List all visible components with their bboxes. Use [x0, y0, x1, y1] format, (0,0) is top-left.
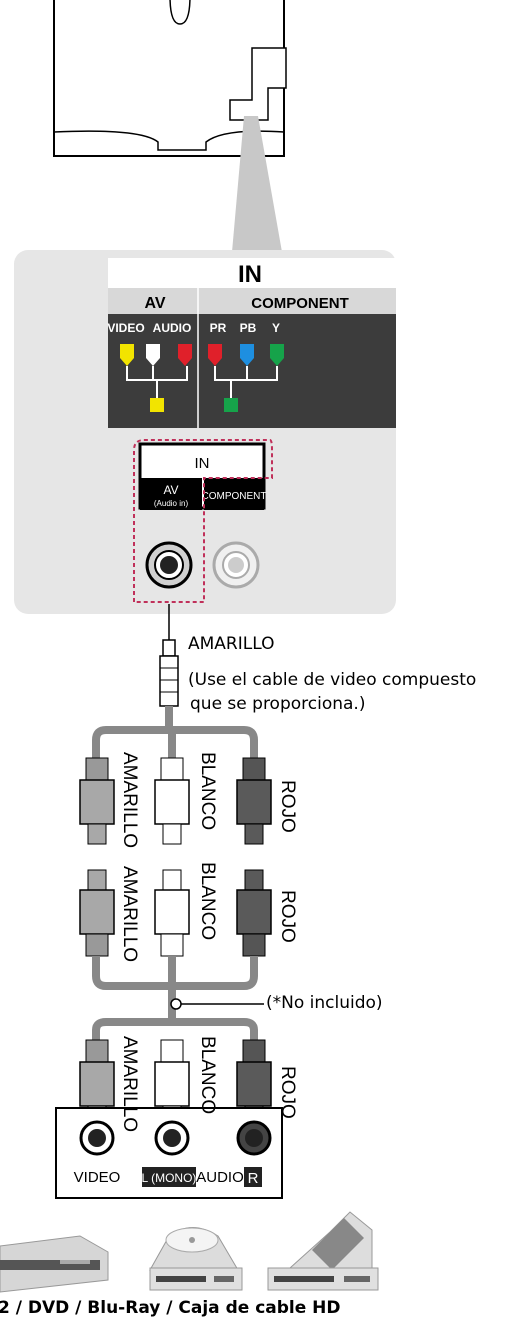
- rca-plug-white-upper: [154, 757, 190, 845]
- audio-left-plug-icon: [146, 344, 160, 366]
- amarillo-top-label: AMARILLO: [188, 634, 275, 654]
- y-plug-icon: [270, 344, 284, 366]
- cable-note-line1: (Use el cable de video compuesto: [188, 670, 477, 690]
- port-audio-in-label: (Audio in): [154, 499, 189, 508]
- in-header: IN: [238, 261, 262, 288]
- device-video-label: VIDEO: [74, 1169, 121, 1186]
- device-rear-panel: VIDEO L (MONO) AUDIO R: [55, 1107, 283, 1199]
- y-label: Y: [272, 321, 280, 335]
- device-caption: 2 / DVD / Blu-Ray / Caja de cable HD: [0, 1298, 341, 1318]
- not-included-label: (*No incluido): [266, 993, 383, 1013]
- callout-wedge: [232, 116, 282, 252]
- input-legend-panel: IN AV COMPONENT VIDEO AUDIO PR PB Y: [107, 258, 396, 428]
- composite-cable: [92, 604, 258, 760]
- amarillo-label-middle: AMARILLO: [119, 866, 140, 963]
- amarillo-label-upper: AMARILLO: [119, 752, 140, 849]
- tv-av-port: IN AV (Audio in) COMPONENT: [133, 439, 273, 603]
- component-header: COMPONENT: [251, 295, 349, 312]
- pb-plug-icon: [240, 344, 254, 366]
- rca-plug-red-upper: [236, 757, 272, 845]
- tv-rear-view: [53, 0, 287, 157]
- dvd-player-icon: [149, 1227, 243, 1291]
- rojo-label-lower: ROJO: [277, 1066, 298, 1119]
- device-audio-label: AUDIO: [196, 1169, 244, 1186]
- cable-note-line2: que se proporciona.): [190, 694, 366, 714]
- port-in-label: IN: [195, 455, 210, 472]
- av-header: AV: [144, 295, 165, 312]
- audio-right-plug-icon: [178, 344, 192, 366]
- cable-box-icon: [267, 1211, 379, 1291]
- pr-plug-icon: [208, 344, 222, 366]
- pr-label: PR: [210, 321, 227, 335]
- port-component-label: COMPONENT: [202, 491, 267, 502]
- blanco-label-middle: BLANCO: [197, 862, 218, 941]
- port-av-label: AV: [163, 483, 178, 497]
- audio-label: AUDIO: [153, 321, 192, 335]
- blanco-label-upper: BLANCO: [197, 752, 218, 831]
- amarillo-label-lower: AMARILLO: [119, 1036, 140, 1133]
- video-plug-icon: [120, 344, 134, 366]
- video-label: VIDEO: [107, 321, 144, 335]
- rca-plug-red-lower: [236, 1039, 272, 1127]
- blanco-label-lower: BLANCO: [197, 1036, 218, 1115]
- rojo-label-upper: ROJO: [277, 780, 298, 833]
- extension-cable: [92, 956, 264, 1044]
- rojo-label-middle: ROJO: [277, 890, 298, 943]
- rca-plug-white-middle: [154, 869, 190, 957]
- rca-plug-red-middle: [236, 869, 272, 957]
- pb-label: PB: [240, 321, 257, 335]
- device-r-label: R: [248, 1170, 259, 1187]
- rca-plug-yellow-middle: [79, 869, 115, 957]
- rca-plug-yellow-upper: [79, 757, 115, 845]
- vcr-device-icon: [0, 1235, 109, 1293]
- device-l-mono-label: L (MONO): [142, 1171, 197, 1185]
